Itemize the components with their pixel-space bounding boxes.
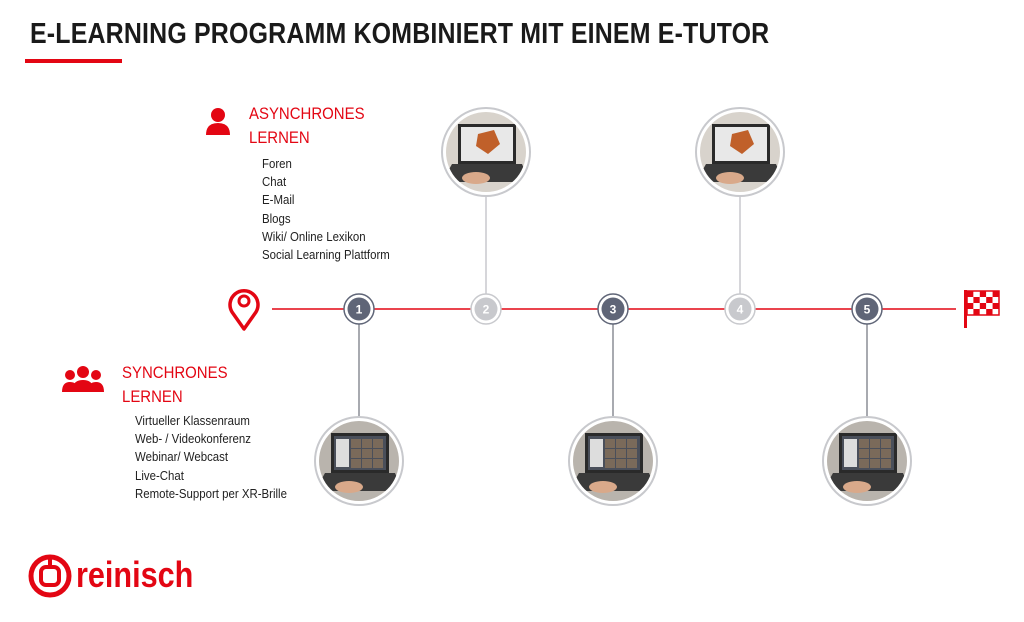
timeline-step-1: 1 [343, 293, 375, 325]
virtual-classroom-laptop-image [822, 416, 912, 506]
sync-list-item: Web- / Videokonferenz [135, 431, 251, 447]
elearning-laptop-image [695, 107, 785, 197]
elearning-laptop-image [441, 107, 531, 197]
sync-list-item: Virtueller Klassenraum [135, 413, 250, 428]
title-underline [25, 59, 122, 63]
virtual-classroom-laptop-image [568, 416, 658, 506]
async-list-item: Foren [262, 156, 292, 171]
timeline-step-2: 2 [470, 293, 502, 325]
sync-heading-line2: LERNEN [122, 387, 183, 406]
async-list-item: Blogs [262, 210, 291, 226]
logo-text: reinisch [76, 554, 194, 595]
async-list-item: Social Learning Plattform [262, 247, 390, 263]
async-heading-line2: LERNEN [249, 128, 310, 147]
reinisch-logo-icon [28, 554, 72, 598]
location-pin-icon [228, 289, 260, 331]
step-number: 3 [610, 303, 617, 317]
timeline-step-5: 5 [851, 293, 883, 325]
finish-flag-icon [964, 290, 1000, 328]
step-number: 2 [483, 303, 490, 317]
timeline-step-4: 4 [724, 293, 756, 325]
async-list-item: Wiki/ Online Lexikon [262, 228, 366, 244]
timeline-step-3: 3 [597, 293, 629, 325]
sync-list-item: Remote-Support per XR-Brille [135, 485, 287, 501]
sync-heading-line1: SYNCHRONES [122, 363, 228, 382]
sync-list-item: Webinar/ Webcast [135, 449, 229, 465]
group-icon [62, 366, 104, 392]
async-heading-line1: ASYNCHRONES [249, 104, 365, 123]
step-number: 4 [737, 303, 744, 317]
sync-list-item: Live-Chat [135, 467, 184, 483]
virtual-classroom-laptop-image [314, 416, 404, 506]
step-number: 5 [864, 303, 871, 317]
async-list-item: Chat [262, 174, 287, 190]
page-title: E-LEARNING PROGRAMM KOMBINIERT MIT EINEM… [30, 18, 770, 50]
async-list-item: E-Mail [262, 192, 295, 208]
person-icon [206, 108, 230, 135]
step-number: 1 [356, 303, 363, 317]
